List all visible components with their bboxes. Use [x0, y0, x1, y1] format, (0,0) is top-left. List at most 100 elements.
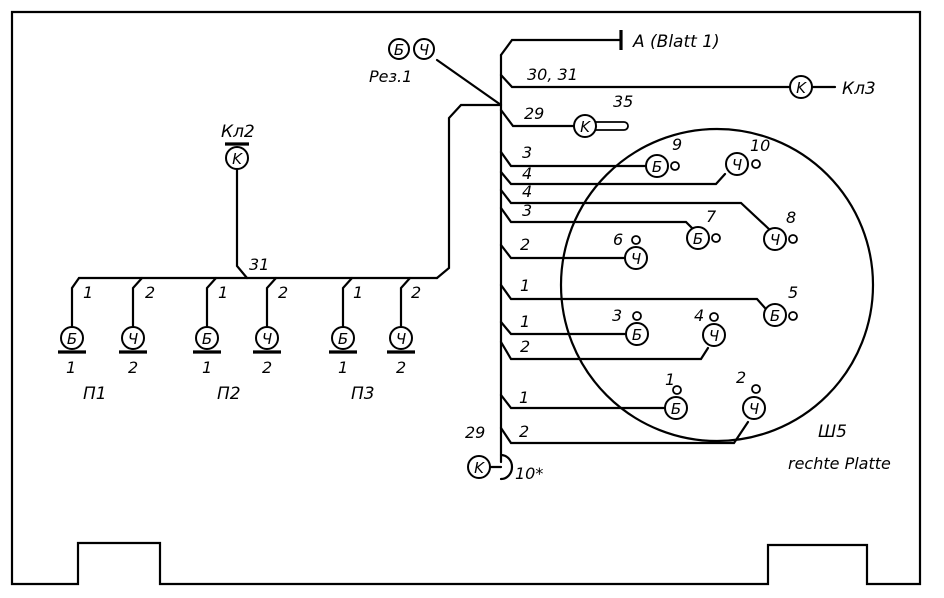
p2-pin-1: 1	[202, 358, 212, 377]
pin10-number: 10	[750, 136, 770, 155]
branch-3-pin7	[499, 206, 698, 234]
kl3-k-symbol: K	[796, 79, 807, 97]
branch-label-4: 2	[520, 235, 530, 254]
pin5-contact	[788, 311, 798, 321]
pin7-symbol: Б	[693, 230, 703, 248]
p1-ch-symbol: Ч	[128, 330, 138, 348]
p1-pin-2: 2	[128, 358, 138, 377]
pin10-contact	[751, 159, 761, 169]
p3-label: П3	[351, 384, 375, 404]
kl3-wire-label: 30, 31	[527, 65, 578, 84]
pin1-symbol: Б	[671, 400, 681, 418]
p3-wire-2: 2	[411, 283, 421, 302]
pin3-symbol: Б	[632, 326, 642, 344]
pin8-number: 8	[786, 208, 796, 227]
pin7-number: 7	[706, 207, 717, 226]
wire-to-bus31	[435, 103, 503, 280]
branch-1-pin5	[499, 283, 767, 310]
board-outline	[10, 10, 922, 586]
pin8-ch-circle	[763, 227, 787, 251]
k10-symbol: K	[474, 459, 485, 477]
p1-wire-1: 1	[83, 283, 93, 302]
branch-label-6: 1	[520, 312, 530, 331]
wire-29-top	[499, 108, 575, 128]
wire-29-bottom-label: 29	[465, 423, 485, 442]
p3-b-circle	[331, 326, 355, 350]
pin4-number: 4	[694, 306, 704, 325]
pin6-ch-circle	[624, 246, 648, 270]
p1-label: П1	[83, 384, 107, 404]
branch-4-pin8	[499, 188, 772, 232]
bus31-label: 31	[249, 255, 269, 274]
pin6-symbol: Ч	[631, 250, 641, 268]
pin3-number: 3	[612, 306, 622, 325]
wire-29-top-label: 29	[524, 104, 544, 123]
a-ref-label: A (Blatt 1)	[632, 32, 720, 52]
k10-label: 10*	[515, 464, 543, 483]
pin7-b-circle	[686, 226, 710, 250]
p2-b-circle	[195, 326, 219, 350]
pin4-contact	[709, 312, 719, 322]
res1-label: Рез.1	[369, 67, 412, 86]
kl2-k-symbol: K	[232, 150, 243, 168]
pin3-b-circle	[625, 322, 649, 346]
p2-pin-2: 2	[262, 358, 272, 377]
res1-b-circle	[388, 38, 410, 60]
branch-4-pin10	[499, 170, 727, 186]
p2-label: П2	[217, 384, 241, 404]
pin3-contact	[632, 311, 642, 321]
pin5-number: 5	[788, 283, 798, 302]
connector-sh5-outline	[559, 127, 875, 443]
connector-p3: 1 2 Б Ч 1 2 П3	[329, 276, 421, 404]
plate-label: rechte Platte	[788, 454, 891, 473]
res1-ch-circle	[413, 38, 435, 60]
pin1-b-circle	[664, 396, 688, 420]
wire-kl3	[499, 73, 791, 89]
pin5-symbol: Б	[770, 307, 780, 325]
branch-1-pin3	[499, 320, 628, 336]
p3-ch-circle	[389, 326, 413, 350]
pin10-symbol: Ч	[732, 156, 742, 174]
connector-p1: 1 2 Б Ч 1 2 П1	[58, 276, 155, 404]
pin1-contact	[672, 385, 682, 395]
connector-p2: 1 2 Б Ч 1 2 П2	[193, 276, 288, 404]
pin6-contact	[631, 235, 641, 245]
kl2-label: Кл2	[221, 122, 255, 142]
pin7-contact	[711, 233, 721, 243]
p3-wire-1: 1	[353, 283, 363, 302]
branch-3-pin9	[499, 150, 648, 168]
branch-2-pin4	[499, 340, 710, 361]
p3-pin-2: 2	[396, 358, 406, 377]
p1-pin-1: 1	[66, 358, 76, 377]
pin2-symbol: Ч	[749, 400, 759, 418]
term35-pin	[596, 121, 629, 131]
pin5-b-circle	[763, 303, 787, 327]
p1-wire-2: 2	[145, 283, 155, 302]
pin2-contact	[751, 384, 761, 394]
res1-ch-symbol: Ч	[419, 41, 429, 59]
branch-label-7: 2	[520, 337, 530, 356]
branch-label-2: 4	[522, 182, 532, 201]
pin4-symbol: Ч	[709, 327, 719, 345]
kl3-label: Кл3	[842, 79, 876, 99]
pin9-number: 9	[672, 135, 682, 154]
pin9-symbol: Б	[652, 158, 662, 176]
p2-ch-circle	[255, 326, 279, 350]
pin9-contact	[670, 161, 680, 171]
branch-label-5: 1	[520, 276, 530, 295]
pin6-number: 6	[613, 230, 623, 249]
res1-b-symbol: Б	[394, 41, 404, 59]
wire-a-ref	[499, 38, 623, 57]
term35-label: 35	[613, 92, 633, 111]
pin4-ch-circle	[702, 323, 726, 347]
p1-b-symbol: Б	[67, 330, 77, 348]
pin1-number: 1	[665, 370, 675, 389]
pin2-number: 2	[736, 368, 746, 387]
p2-wire-2: 2	[278, 283, 288, 302]
pin8-contact	[788, 234, 798, 244]
pin9-b-circle	[645, 154, 669, 178]
p3-pin-1: 1	[338, 358, 348, 377]
branch-2-pin2	[499, 420, 750, 445]
